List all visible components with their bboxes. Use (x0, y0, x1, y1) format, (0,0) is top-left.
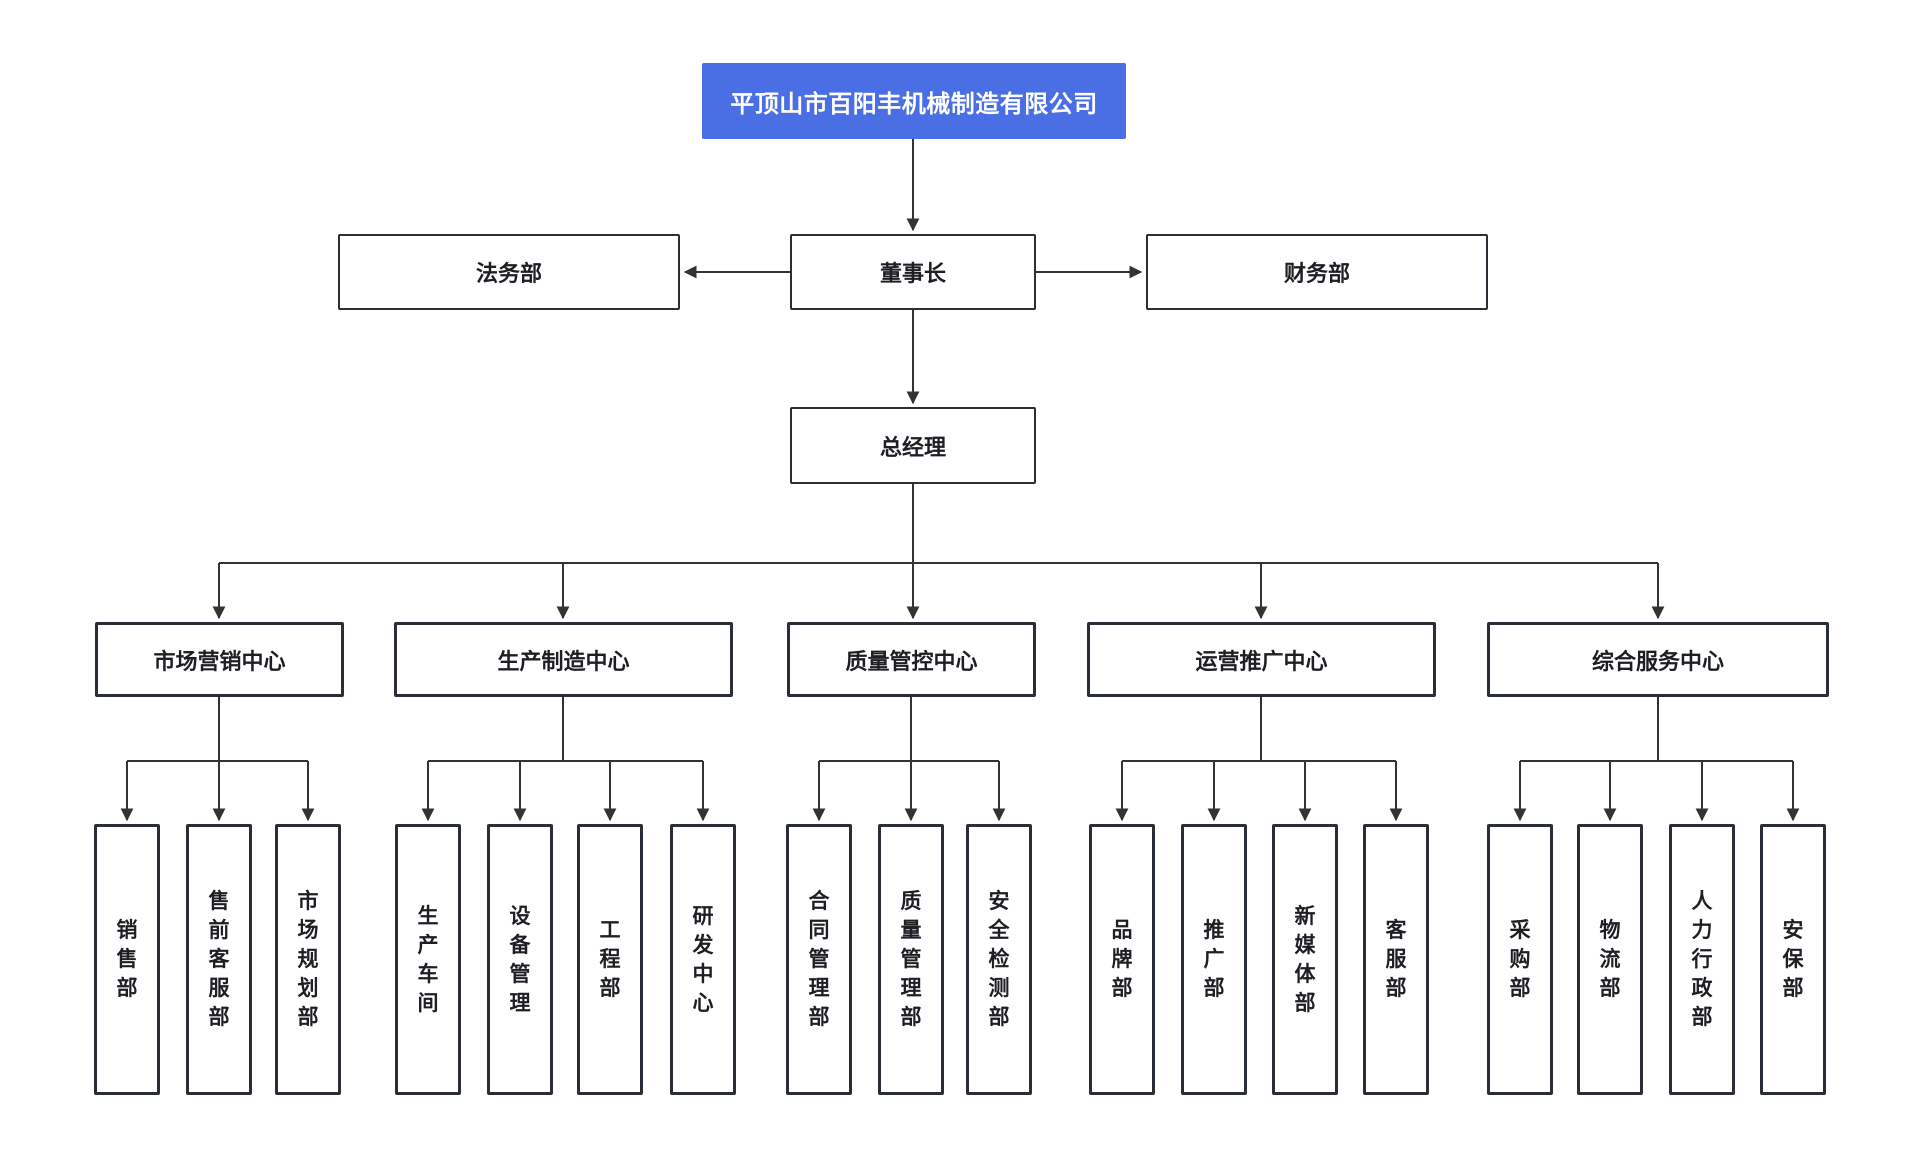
dept-label: 客 服 部 (1385, 919, 1407, 1000)
dept-label: 设 备 管 理 (509, 904, 531, 1015)
dept-label: 采 购 部 (1509, 919, 1531, 1000)
dept-label: 研 发 中 心 (692, 904, 714, 1015)
legal-dept-box: 法务部 (338, 234, 680, 310)
chairman-box: 董事长 (790, 234, 1036, 310)
general-manager-box: 总经理 (790, 407, 1036, 484)
center-box-quality: 质量管控中心 (787, 622, 1036, 697)
chairman-label: 董事长 (879, 261, 946, 286)
dept-box-rnd-center: 研 发 中 心 (670, 824, 736, 1095)
finance-dept-label: 财务部 (1283, 261, 1350, 286)
dept-box-sales: 销 售 部 (94, 824, 160, 1095)
dept-label: 质 量 管 理 部 (900, 890, 922, 1029)
dept-box-hr-admin: 人 力 行 政 部 (1669, 824, 1735, 1095)
dept-box-quality-management: 质 量 管 理 部 (878, 824, 944, 1095)
dept-box-safety-inspection: 安 全 检 测 部 (966, 824, 1032, 1095)
dept-label: 人 力 行 政 部 (1691, 890, 1713, 1029)
dept-label: 生 产 车 间 (417, 904, 439, 1015)
dept-box-brand: 品 牌 部 (1089, 824, 1155, 1095)
general-manager-label: 总经理 (879, 434, 946, 460)
dept-box-logistics: 物 流 部 (1577, 824, 1643, 1095)
root-company-box: 平顶山市百阳丰机械制造有限公司 (702, 63, 1126, 139)
dept-box-engineering: 工 程 部 (577, 824, 643, 1095)
dept-label: 合 同 管 理 部 (808, 890, 830, 1029)
dept-box-presales-service: 售 前 客 服 部 (186, 824, 252, 1095)
dept-label: 物 流 部 (1599, 919, 1621, 1000)
dept-box-market-planning: 市 场 规 划 部 (275, 824, 341, 1095)
center-box-production: 生产制造中心 (394, 622, 733, 697)
dept-box-procurement: 采 购 部 (1487, 824, 1553, 1095)
dept-box-equipment-management: 设 备 管 理 (487, 824, 553, 1095)
center-box-marketing: 市场营销中心 (95, 622, 344, 697)
center-label: 质量管控中心 (845, 648, 978, 674)
dept-box-contract-management: 合 同 管 理 部 (786, 824, 852, 1095)
dept-box-production-workshop: 生 产 车 间 (395, 824, 461, 1095)
center-box-services: 综合服务中心 (1487, 622, 1829, 697)
dept-box-promotion: 推 广 部 (1181, 824, 1247, 1095)
dept-label: 安 保 部 (1782, 919, 1804, 1000)
finance-dept-box: 财务部 (1146, 234, 1488, 310)
center-label: 综合服务中心 (1591, 648, 1724, 674)
dept-label: 销 售 部 (116, 919, 138, 1000)
dept-label: 工 程 部 (599, 919, 621, 1000)
center-label: 运营推广中心 (1195, 648, 1328, 674)
dept-label: 品 牌 部 (1111, 919, 1133, 1000)
center-label: 市场营销中心 (153, 648, 286, 674)
dept-label: 市 场 规 划 部 (297, 890, 319, 1029)
dept-label: 安 全 检 测 部 (988, 890, 1010, 1029)
dept-label: 售 前 客 服 部 (208, 890, 230, 1029)
dept-box-security: 安 保 部 (1760, 824, 1826, 1095)
root-company-label: 平顶山市百阳丰机械制造有限公司 (730, 90, 1098, 118)
legal-dept-label: 法务部 (475, 261, 542, 286)
dept-box-customer-service: 客 服 部 (1363, 824, 1429, 1095)
center-label: 生产制造中心 (497, 648, 630, 674)
center-box-operations: 运营推广中心 (1087, 622, 1436, 697)
dept-label: 推 广 部 (1203, 919, 1225, 1000)
dept-box-new-media: 新 媒 体 部 (1272, 824, 1338, 1095)
dept-label: 新 媒 体 部 (1294, 904, 1316, 1015)
